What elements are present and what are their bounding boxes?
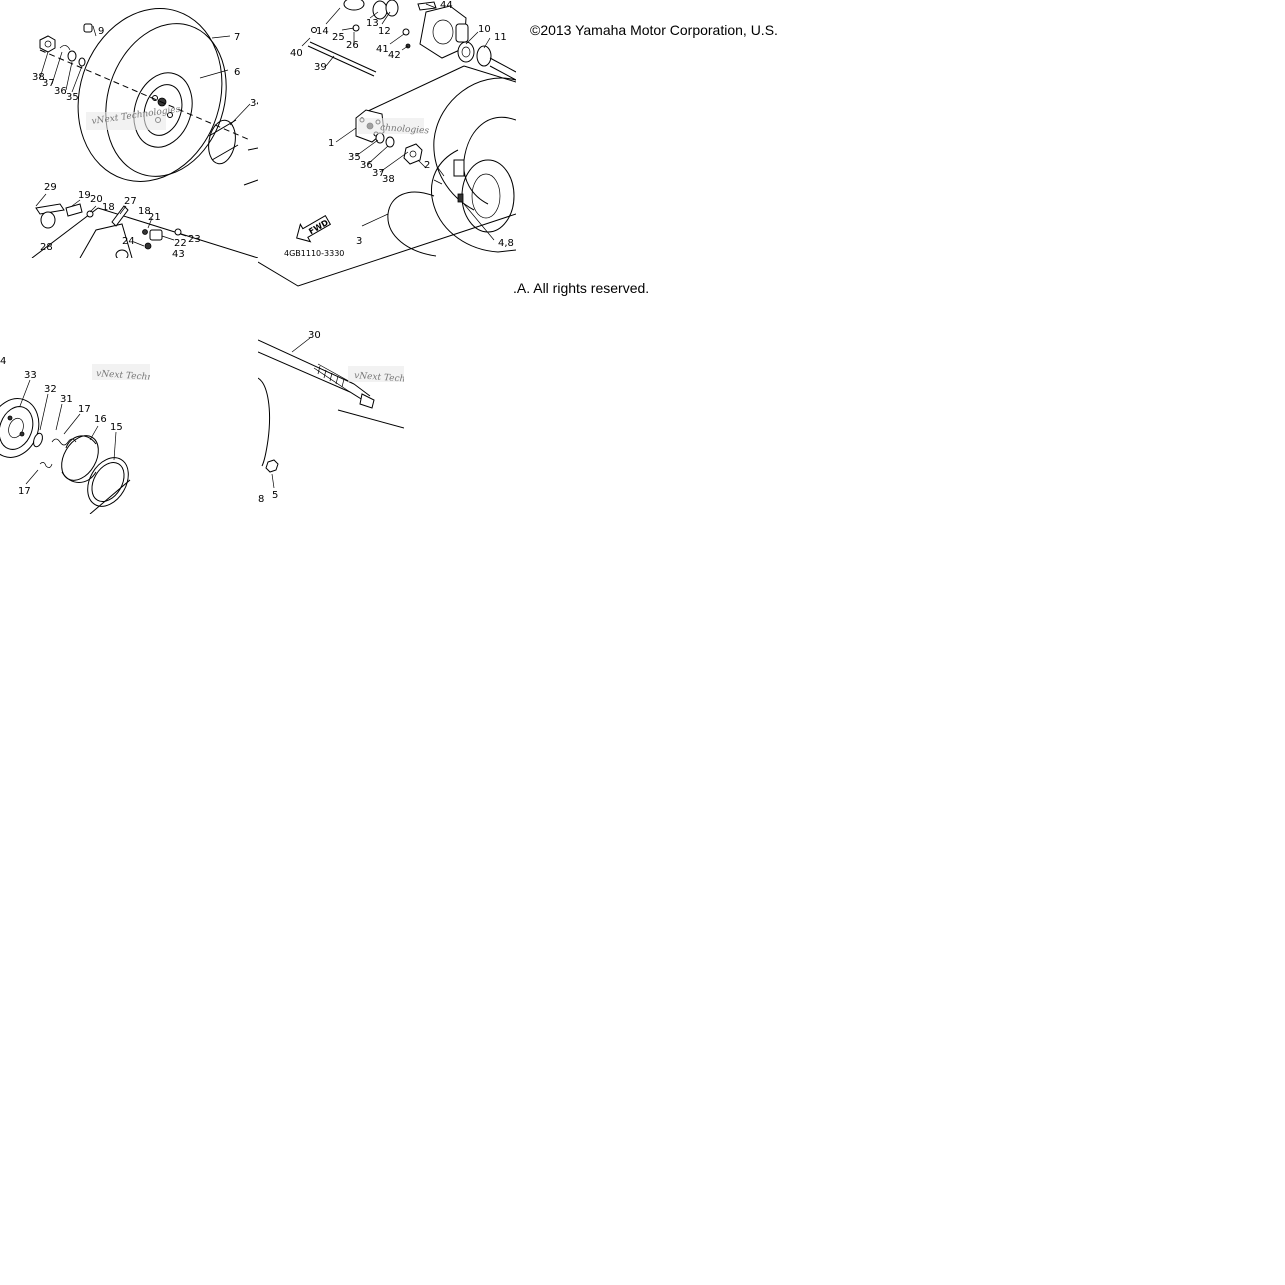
svg-text:44: 44 xyxy=(440,0,453,11)
svg-text:35: 35 xyxy=(348,152,361,163)
svg-text:4: 4 xyxy=(0,356,6,367)
svg-text:22: 22 xyxy=(174,238,187,249)
svg-text:17: 17 xyxy=(78,404,91,415)
svg-text:18: 18 xyxy=(102,202,115,213)
svg-text:37: 37 xyxy=(372,168,385,179)
svg-text:7: 7 xyxy=(234,32,240,43)
svg-text:15: 15 xyxy=(110,422,123,433)
diagram-tile-brake-drum: vNext Techn 4 33 32 31 17 16 15 17 xyxy=(0,330,150,514)
svg-text:1: 1 xyxy=(328,138,334,149)
svg-text:16: 16 xyxy=(94,414,107,425)
svg-text:31: 31 xyxy=(60,394,73,405)
svg-text:30: 30 xyxy=(308,330,321,341)
svg-text:29: 29 xyxy=(44,182,57,193)
svg-text:37: 37 xyxy=(42,78,55,89)
diagram-code: 4GB1110-3330 xyxy=(284,249,344,258)
svg-text:41: 41 xyxy=(376,44,389,55)
svg-text:vNext Techn: vNext Techn xyxy=(96,369,150,383)
svg-text:vNext Techn: vNext Techn xyxy=(354,371,404,385)
copyright-text: ©2013 Yamaha Motor Corporation, U.S. xyxy=(530,22,778,38)
svg-text:25: 25 xyxy=(332,32,345,43)
diagram-tile-shaft: vNext Techn 30 5 8 xyxy=(258,330,404,510)
svg-text:12: 12 xyxy=(378,26,391,37)
svg-text:39: 39 xyxy=(314,62,327,73)
rights-text: .A. All rights reserved. xyxy=(513,280,650,296)
svg-text:33: 33 xyxy=(24,370,37,381)
svg-text:2: 2 xyxy=(424,160,430,171)
svg-text:19: 19 xyxy=(78,190,91,201)
diagram-tile-axle: FWD 4GB1110-3330 chnologies 44 14 25 26 … xyxy=(258,0,516,290)
svg-text:4,8: 4,8 xyxy=(498,238,514,249)
svg-text:18: 18 xyxy=(138,206,151,217)
svg-text:38: 38 xyxy=(32,72,45,83)
svg-text:20: 20 xyxy=(90,194,103,205)
svg-text:5: 5 xyxy=(272,490,278,501)
svg-text:36: 36 xyxy=(360,160,373,171)
svg-text:10: 10 xyxy=(478,24,491,35)
svg-text:11: 11 xyxy=(494,32,507,43)
svg-text:9: 9 xyxy=(98,26,104,37)
svg-text:8: 8 xyxy=(258,494,264,505)
diagram-tile-wheel: vNext Technologies 9 7 6 38 37 36 35 34 … xyxy=(0,0,258,258)
svg-text:26: 26 xyxy=(346,40,359,51)
svg-text:27: 27 xyxy=(124,196,137,207)
svg-text:42: 42 xyxy=(388,50,401,61)
svg-text:43: 43 xyxy=(172,249,185,258)
svg-text:32: 32 xyxy=(44,384,57,395)
svg-text:21: 21 xyxy=(148,212,161,223)
svg-text:35: 35 xyxy=(66,92,79,103)
svg-text:36: 36 xyxy=(54,86,67,97)
svg-text:23: 23 xyxy=(188,234,201,245)
svg-text:28: 28 xyxy=(40,242,53,253)
svg-text:40: 40 xyxy=(290,48,303,59)
svg-text:34: 34 xyxy=(250,98,258,109)
svg-text:3: 3 xyxy=(356,236,362,247)
svg-text:13: 13 xyxy=(366,18,379,29)
svg-text:chnologies: chnologies xyxy=(380,123,430,136)
svg-text:24: 24 xyxy=(122,236,135,247)
svg-text:38: 38 xyxy=(382,174,395,185)
svg-text:17: 17 xyxy=(18,486,31,497)
svg-text:14: 14 xyxy=(316,26,329,37)
svg-text:6: 6 xyxy=(234,67,240,78)
